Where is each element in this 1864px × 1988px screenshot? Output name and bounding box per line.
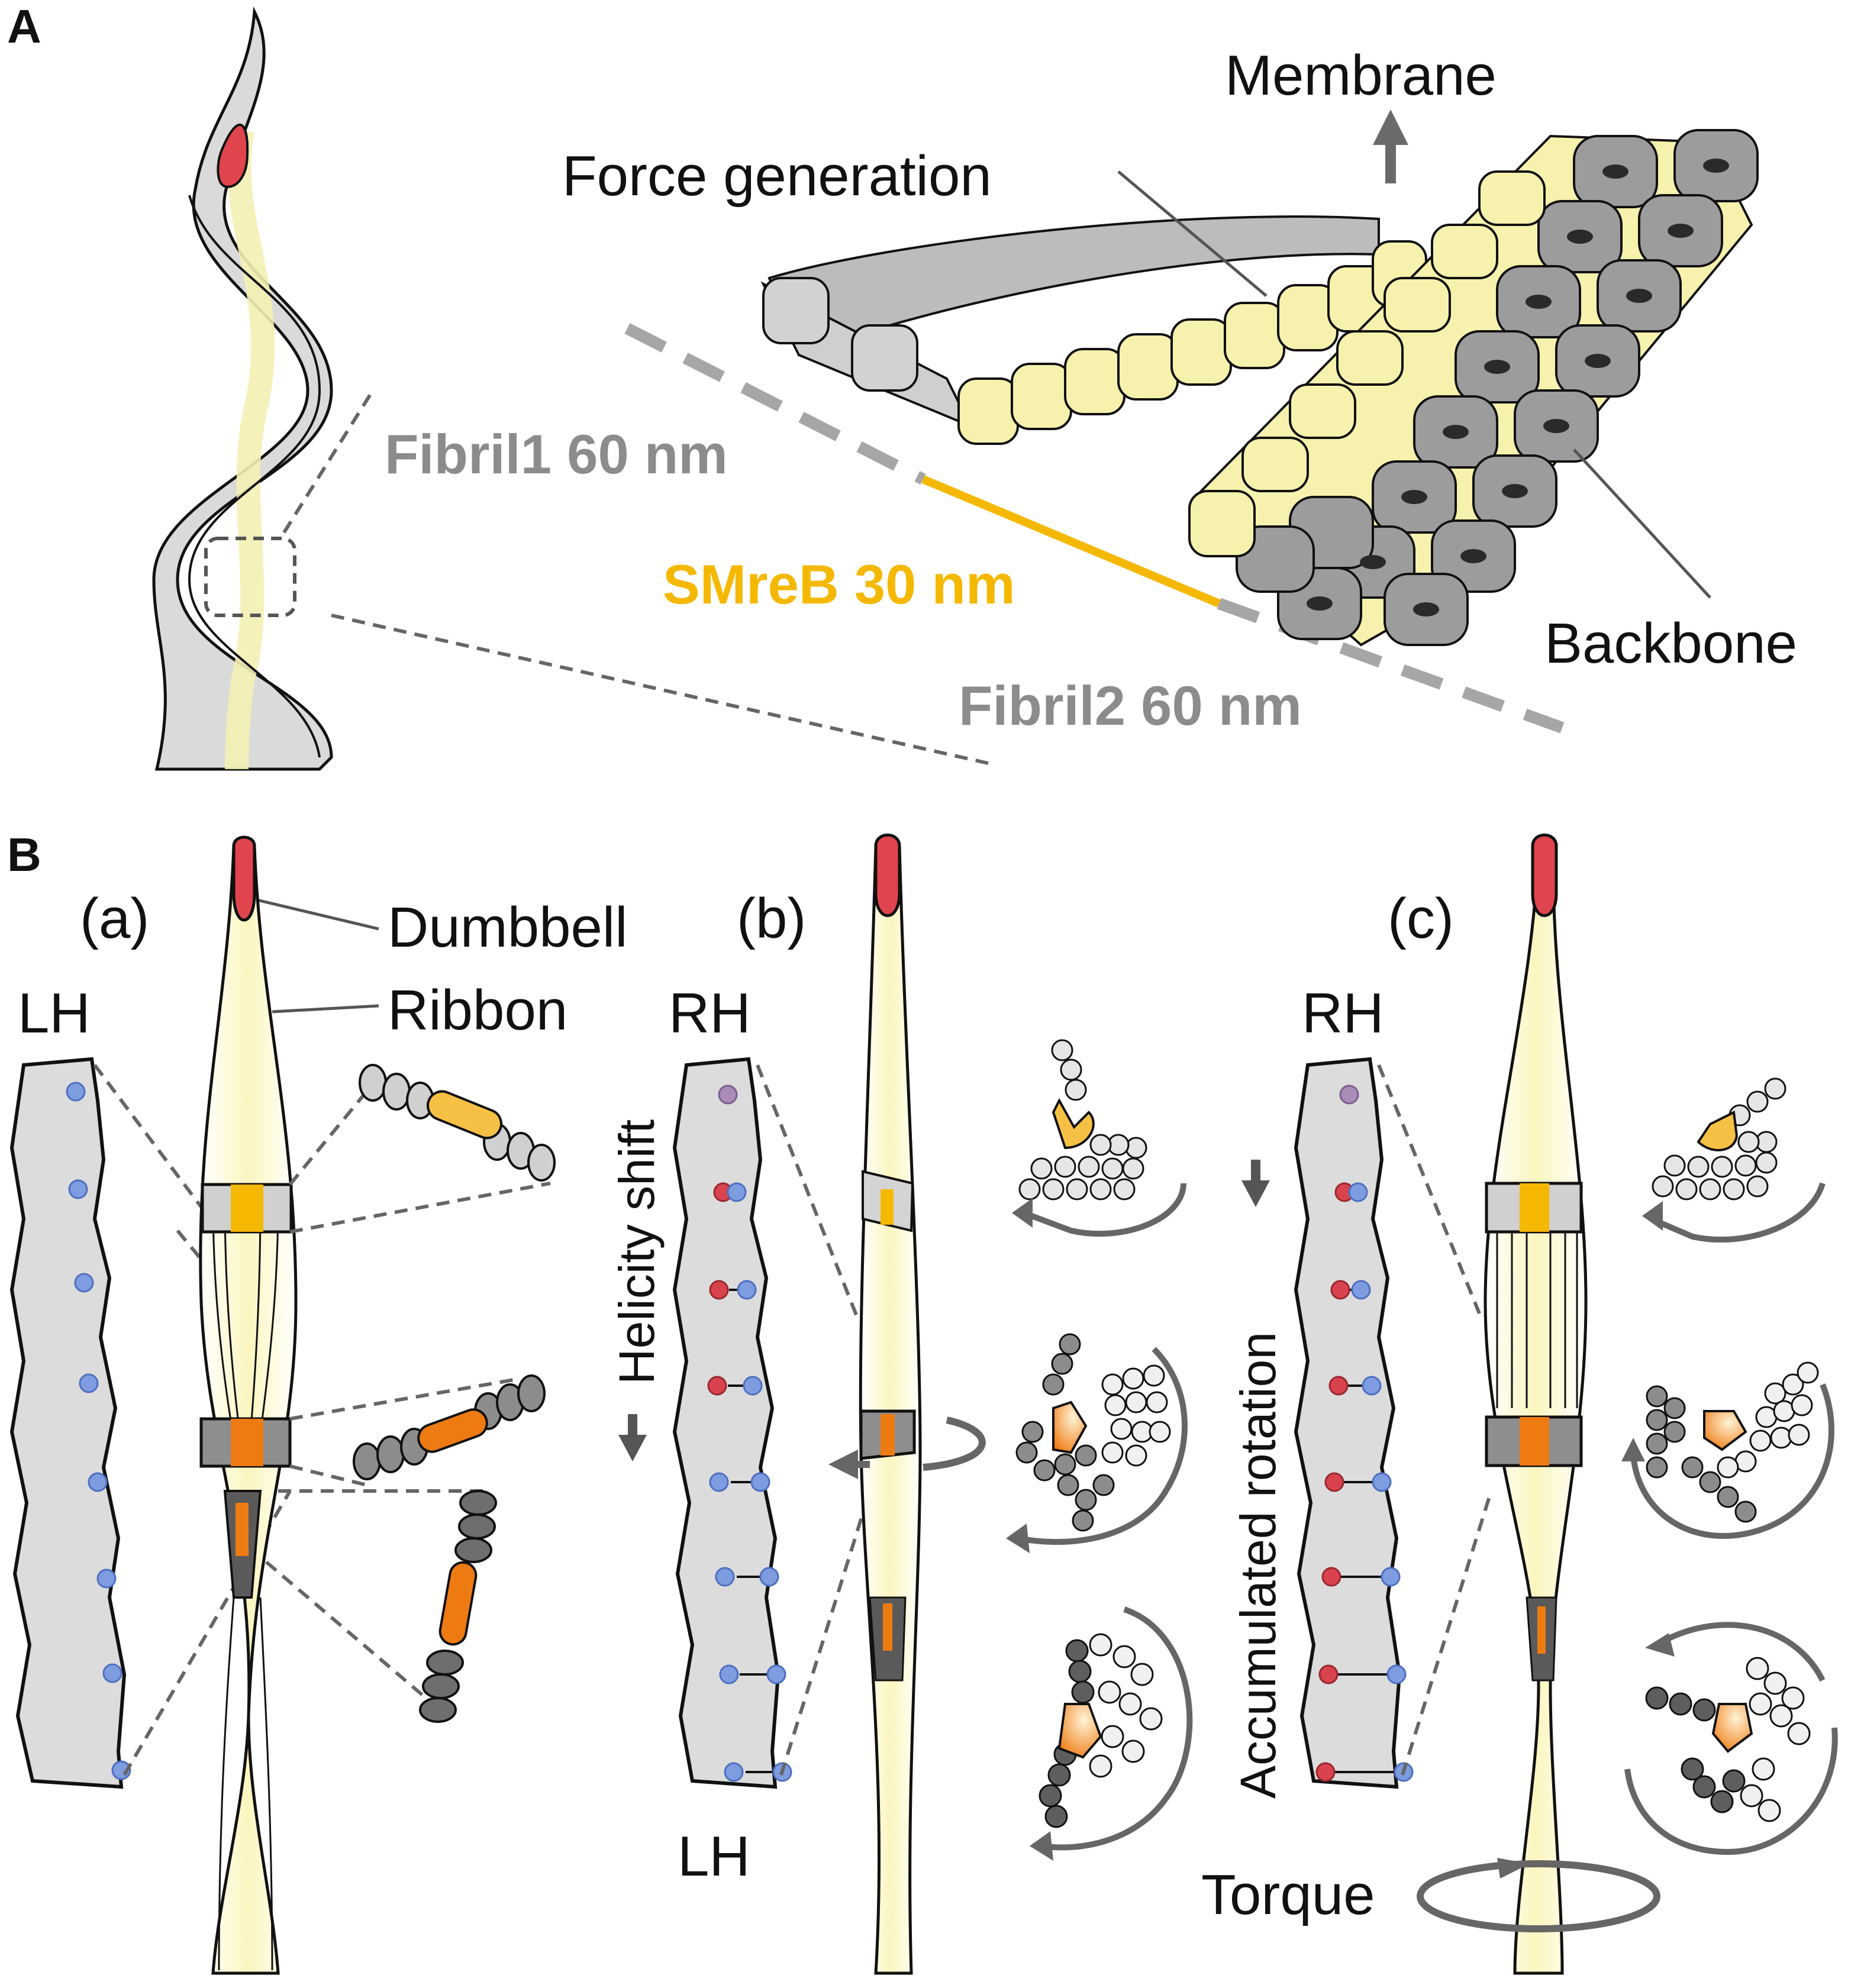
torque-arrow [1417,1858,1660,1932]
zoom-box [204,537,296,617]
helicity-shift-label: Helicity shift [609,1119,665,1384]
fibril2-label: Fibril2 60 nm [959,674,1302,737]
fibril1-label: Fibril1 60 nm [385,423,728,485]
rh-strip-c [1294,1057,1414,1789]
rotation-inset-b-top [1012,1039,1186,1237]
ribbon-a [199,835,298,1975]
dumbbell-b [874,833,901,917]
dumbbell-label: Dumbbell [388,896,628,959]
force-generation-sheet [760,215,1427,445]
ribbon-leader [272,1004,379,1014]
zoom-line-top [282,389,375,534]
connector-a5 [289,1182,551,1234]
ribbon-c [1484,833,1588,1975]
connector-b1 [756,1064,860,1321]
protofilament-inset-a-top [359,1064,556,1182]
subpanel-c-label: (c) [1388,887,1454,950]
rh-label-b: RH [669,982,751,1045]
subpanel-a-label: (a) [80,887,149,950]
connector-a7 [289,1464,367,1487]
twisted-filament [152,6,333,771]
lh-label-a: LH [18,982,91,1045]
lh-label-b: LH [678,1825,750,1888]
ribbon-b [828,833,986,1975]
protofilament-inset-a-mid [353,1374,546,1480]
ribbon-label: Ribbon [388,979,567,1042]
torque-label: Torque [1201,1863,1375,1926]
connector-a1 [93,1064,203,1208]
rh-strip-b [672,1057,792,1789]
rotation-inset-c-top [1642,1077,1826,1243]
smreb-label: SMreB 30 nm [663,553,1015,615]
backbone-leader [1573,448,1711,599]
backbone-label: Backbone [1544,612,1797,675]
dumbbell-red-marker [217,123,249,188]
dumbbell-a [232,835,256,922]
subpanel-b-label: (b) [737,887,806,950]
helicity-shift-annotation: Helicity shift [609,1119,665,1461]
connector-a6 [289,1377,521,1421]
connector-a3 [122,1490,292,1776]
accumulated-rotation-label: Accumulated rotation [1230,1332,1286,1799]
connector-b2 [779,1490,872,1776]
membrane-label: Membrane [1225,44,1497,107]
backbone-sheet [1188,129,1759,647]
connector-a9 [265,1560,427,1700]
connector-c2 [1401,1490,1493,1776]
dumbbell-c [1531,833,1558,917]
force-generation-label: Force generation [562,144,992,208]
smreb-line [921,475,1221,608]
rotation-inset-c-mid [1621,1361,1834,1539]
rotation-inset-b-bottom [1030,1606,1193,1861]
dumbbell-leader [254,898,379,931]
fibril1-line [624,323,926,485]
rh-label-c: RH [1302,982,1384,1045]
accumulated-rotation-annotation: Accumulated rotation [1230,1160,1286,1799]
zoom-line-bottom [331,614,989,765]
force-generation-leader [1117,170,1268,297]
rotation-inset-b-mid [1006,1333,1188,1553]
rotation-inset-c-bottom [1624,1622,1838,1855]
panel-a-label: A [7,0,41,53]
panel-b-label: B [7,828,41,881]
protofilament-inset-a-bottom [419,1490,497,1723]
lh-strip-a [9,1057,131,1789]
membrane-arrow [1373,109,1408,183]
connector-c1 [1377,1064,1481,1315]
